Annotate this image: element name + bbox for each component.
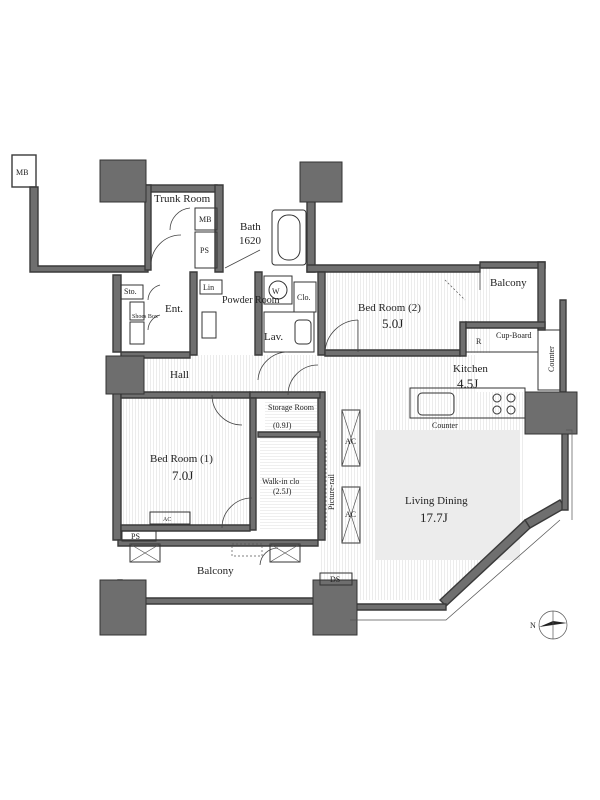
mb-top-label: MB xyxy=(199,215,211,224)
compass: N xyxy=(530,610,568,640)
walls xyxy=(11,154,569,611)
ps-upper-label: PS xyxy=(200,246,209,255)
counter-label: Counter xyxy=(432,421,458,430)
lav-label: Lav. xyxy=(264,331,283,343)
ac-label-1: AC xyxy=(345,437,356,446)
kitchen-size: 4.5J xyxy=(457,376,478,391)
r-label: R xyxy=(476,337,482,346)
storage-room-label: Storage Room xyxy=(268,403,315,412)
floor-finish xyxy=(120,268,525,600)
walk-in-clo-label: Walk-in clo xyxy=(262,477,299,486)
trunk-room-label: Trunk Room xyxy=(154,193,211,205)
ent-label: Ent. xyxy=(165,303,183,315)
ds-label: DS xyxy=(330,575,340,584)
cup-board-label: Cup-Board xyxy=(496,331,532,340)
ac-label-3: AC xyxy=(163,517,171,523)
pillars xyxy=(99,159,578,636)
bath-size-label: 1620 xyxy=(239,235,262,247)
bed-room-1-label: Bed Room (1) xyxy=(150,453,213,465)
hall-label: Hall xyxy=(170,369,189,381)
ac-label-2: AC xyxy=(345,510,356,519)
bed-room-2-label: Bed Room (2) xyxy=(358,302,421,314)
bed-room-1-size: 7.0J xyxy=(172,468,193,483)
shoes-box-label: Shoes Box xyxy=(132,314,158,320)
mb-left-label: MB xyxy=(16,168,28,177)
lin-label: Lin xyxy=(203,283,214,292)
clo-label: Clo. xyxy=(297,293,311,302)
bath-label: Bath xyxy=(240,221,261,233)
living-dining-size: 17.7J xyxy=(420,510,448,525)
counter-side-label: Counter xyxy=(547,346,556,372)
sto-label: Sto. xyxy=(124,287,137,296)
walk-in-clo-size: (2.5J) xyxy=(273,487,292,496)
powder-room-label: Powder Room xyxy=(222,295,280,306)
ps-lower-label: PS xyxy=(131,532,140,541)
balcony-top-label: Balcony xyxy=(490,277,527,289)
picture-rail-label: Picture-rail xyxy=(327,473,336,510)
compass-north-label: N xyxy=(530,621,536,630)
kitchen-label: Kitchen xyxy=(453,363,488,375)
balcony-bottom-label: Balcony xyxy=(197,565,234,577)
w-label: W xyxy=(272,287,280,296)
bed-room-2-size: 5.0J xyxy=(382,316,403,331)
room-labels: MB Trunk Room MB PS Bath 1620 Sto. Lin W… xyxy=(16,168,556,584)
storage-room-size: (0.9J) xyxy=(273,421,292,430)
fixtures xyxy=(120,207,573,621)
living-dining-label: Living Dining xyxy=(405,495,468,507)
